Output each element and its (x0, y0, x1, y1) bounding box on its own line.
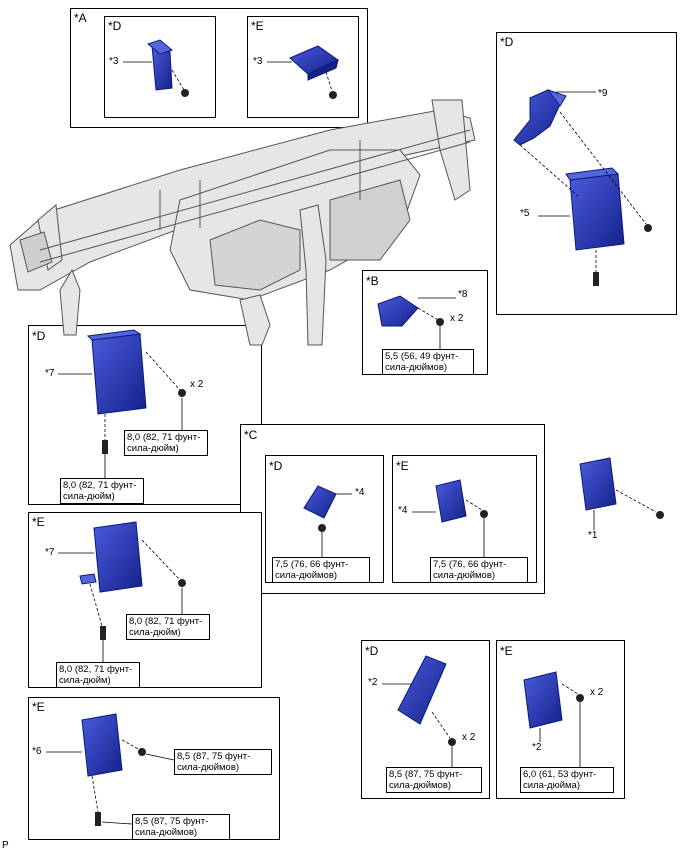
group-d9-label: *D (500, 35, 514, 49)
group-d2-label: *D (365, 644, 379, 658)
callout-1: *1 (588, 530, 598, 541)
callout-d7: *7 (45, 368, 55, 379)
group-a-d-label: *D (108, 19, 122, 33)
callout-9: *9 (598, 88, 608, 99)
callout-a-d-3: *3 (109, 56, 119, 67)
callout-c-d-4: *4 (355, 487, 365, 498)
group-e2-label: *E (500, 644, 513, 658)
group-e7-torque-nut: 8,0 (82, 71 фунт- сила-дюйм) (126, 614, 210, 640)
part-1-icon (579, 457, 664, 519)
group-d7-label: *D (32, 329, 46, 343)
group-a-label: *A (74, 11, 87, 25)
callout-6: *6 (32, 746, 42, 757)
group-c-label: *C (244, 428, 258, 442)
group-e7-torque-bolt: 8,0 (82, 71 фунт- сила-дюйм) (56, 662, 140, 688)
group-e2-torque: 6,0 (61, 53 фунт- сила-дюйма) (520, 767, 614, 793)
group-e6-label: *E (32, 700, 45, 714)
group-e2-count: x 2 (590, 687, 604, 698)
group-a-e-box (247, 16, 359, 118)
callout-8: *8 (458, 289, 468, 300)
group-c-d-torque: 7,5 (76, 66 фунт- сила-дюймов) (272, 557, 370, 583)
group-d2-torque: 8,5 (87, 75 фунт- сила-дюймов) (386, 767, 482, 793)
group-b-torque: 5,5 (56, 49 фунт- сила-дюймов) (382, 349, 474, 375)
group-c-e-torque: 7,5 (76, 66 фунт- сила-дюймов) (430, 557, 528, 583)
group-d7-torque-bolt: 8,0 (82, 71 фунт- сила-дюйм) (60, 478, 144, 504)
callout-a-e-3: *3 (253, 56, 263, 67)
group-c-e-label: *E (396, 459, 409, 473)
group-e7-label: *E (32, 515, 45, 529)
group-a-e-label: *E (251, 19, 264, 33)
group-d7-torque-nut: 8,0 (82, 71 фунт- сила-дюйм) (124, 430, 208, 456)
group-b-label: *B (366, 274, 379, 288)
group-d7-count: x 2 (190, 379, 204, 390)
callout-5: *5 (520, 208, 530, 219)
group-d9-box (496, 32, 677, 315)
group-d2-count: x 2 (462, 732, 476, 743)
callout-c-e-4: *4 (398, 505, 408, 516)
group-c-d-label: *D (269, 459, 283, 473)
footer-code: P (2, 840, 9, 851)
callout-d2: *2 (368, 677, 378, 688)
group-e6-torque-bolt: 8,5 (87, 75 фунт- сила-дюймов) (132, 814, 230, 840)
callout-e7: *7 (45, 547, 55, 558)
callout-e2: *2 (532, 742, 542, 753)
group-e6-torque-nut: 8,5 (87, 75 фунт- сила-дюймов) (174, 749, 272, 775)
group-b-count: x 2 (450, 313, 464, 324)
